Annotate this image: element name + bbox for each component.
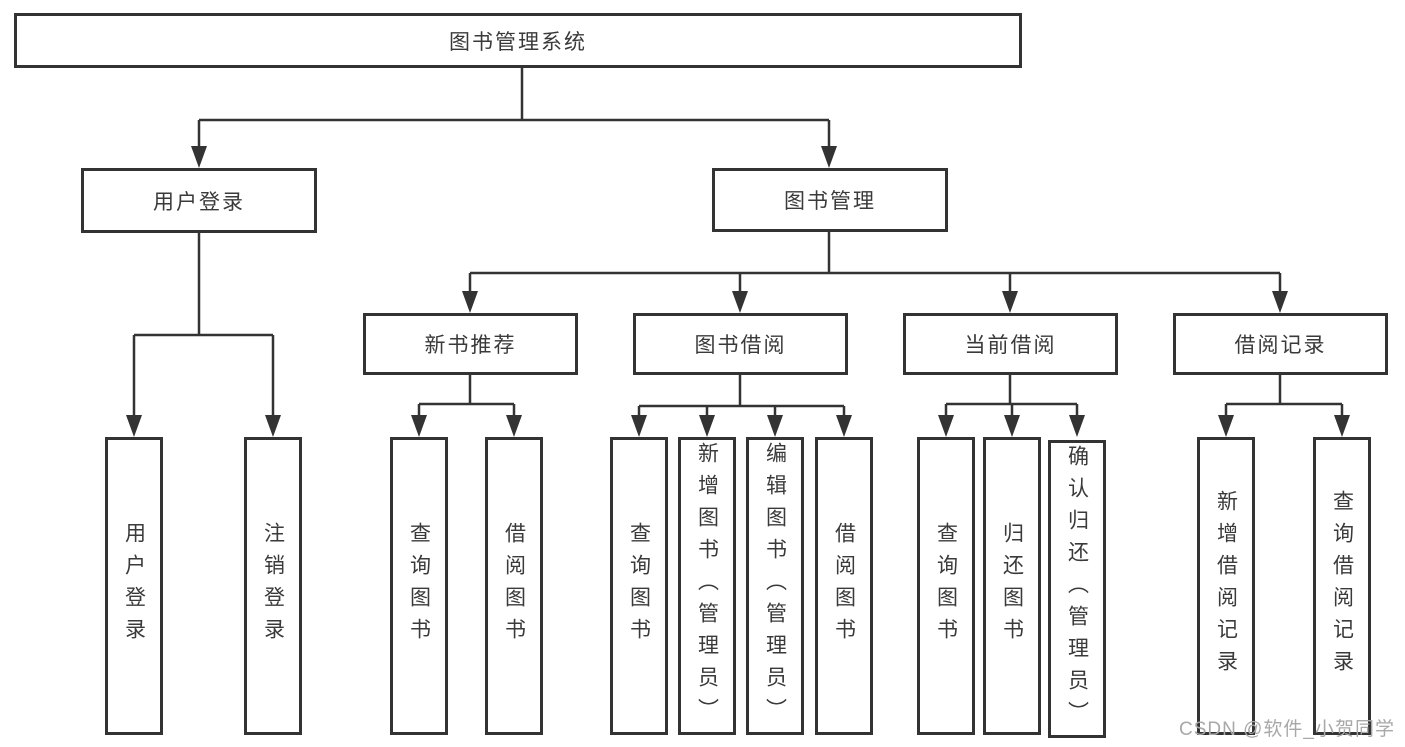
leaf-label: 查询图书 [407, 522, 431, 650]
leaf-label: 借阅图书 [832, 522, 856, 650]
leaf-label: 编辑图书（管理员） [763, 442, 787, 730]
leaf-label: 查询借阅记录 [1330, 490, 1354, 682]
node-book-borrow: 图书借阅 [633, 313, 848, 375]
leaf-query-books-borrow: 查询图书 [610, 437, 668, 735]
leaf-label: 注销登录 [261, 522, 285, 650]
node-library-system: 图书管理系统 [14, 13, 1022, 68]
leaf-add-book-admin: 新增图书（管理员） [678, 437, 736, 735]
node-book-management: 图书管理 [712, 168, 948, 232]
leaf-user-login: 用户登录 [105, 437, 163, 735]
leaf-logout: 注销登录 [244, 437, 302, 735]
leaf-add-borrow-record: 新增借阅记录 [1197, 437, 1255, 735]
leaf-query-books-current: 查询图书 [917, 437, 975, 735]
leaf-borrow-books-borrow: 借阅图书 [815, 437, 873, 735]
leaf-label: 用户登录 [122, 522, 146, 650]
node-current-borrow: 当前借阅 [903, 313, 1118, 375]
leaf-borrow-books-recommend: 借阅图书 [485, 437, 543, 735]
leaf-edit-book-admin: 编辑图书（管理员） [746, 437, 804, 735]
leaf-label: 查询图书 [934, 522, 958, 650]
leaf-query-books-recommend: 查询图书 [390, 437, 448, 735]
node-user-login: 用户登录 [81, 168, 317, 233]
leaf-confirm-return-admin: 确认归还（管理员） [1048, 440, 1106, 738]
csdn-watermark: CSDN @软件_小贺同学 [1179, 719, 1395, 740]
node-borrow-records: 借阅记录 [1173, 313, 1388, 375]
leaf-label: 借阅图书 [502, 522, 526, 650]
leaf-label: 归还图书 [1000, 522, 1024, 650]
leaf-return-books: 归还图书 [983, 437, 1041, 735]
arrowheads [126, 146, 1350, 437]
node-new-book-recommend: 新书推荐 [363, 313, 578, 375]
leaf-label: 查询图书 [627, 522, 651, 650]
leaf-label: 新增图书（管理员） [695, 442, 719, 730]
leaf-label: 确认归还（管理员） [1065, 445, 1089, 733]
leaf-label: 新增借阅记录 [1214, 490, 1238, 682]
leaf-query-borrow-record: 查询借阅记录 [1313, 437, 1371, 735]
